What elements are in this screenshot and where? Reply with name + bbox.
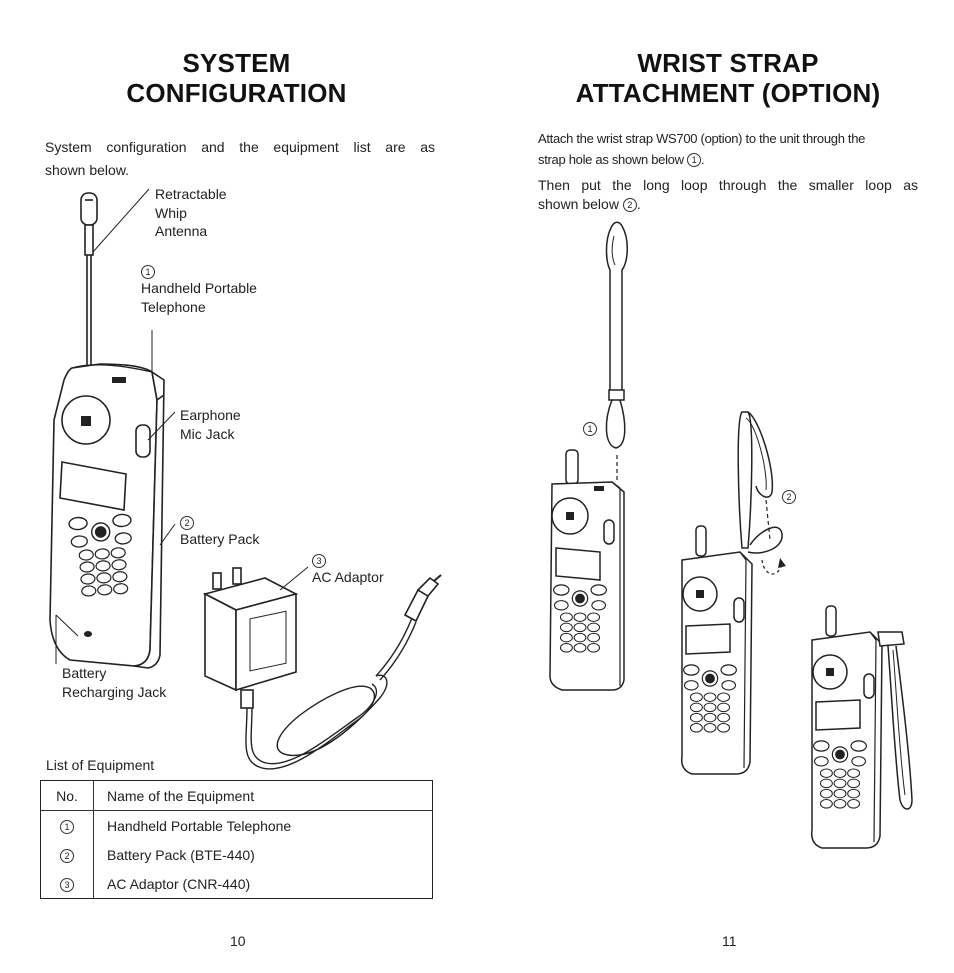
row-name: Battery Pack (BTE-440) xyxy=(107,846,255,863)
right-title-line-1: WRIST STRAP xyxy=(637,48,819,78)
phone-step3-illustration xyxy=(810,605,913,849)
row-number: 1 xyxy=(60,819,74,834)
right-page-number: 11 xyxy=(722,933,737,949)
left-title-line-2: CONFIGURATION xyxy=(126,78,347,108)
wrist-strap-illustration xyxy=(605,221,628,482)
left-page-number: 10 xyxy=(230,933,246,949)
left-intro-line-2: shown below. xyxy=(45,162,130,178)
table-header-row: No. Name of the Equipment xyxy=(40,780,433,811)
left-page-title: SYSTEM CONFIGURATION xyxy=(40,48,433,108)
row-name: Handheld Portable Telephone xyxy=(107,817,292,834)
handheld-telephone-illustration xyxy=(49,188,176,669)
telephone-callout: 1 Handheld Portable Telephone xyxy=(141,265,257,315)
right-para2-line-1: Then put the long loop through the small… xyxy=(538,177,918,193)
row-name: AC Adaptor (CNR-440) xyxy=(107,875,251,892)
table-row: 2 Battery Pack (BTE-440) xyxy=(40,840,433,869)
equipment-table: No. Name of the Equipment 1 Handheld Por… xyxy=(40,780,433,899)
phone-step2-illustration xyxy=(680,411,786,775)
right-para1-line-1: Attach the wrist strap WS700 (option) to… xyxy=(538,131,866,146)
para2-step-marker: 2 xyxy=(622,198,637,212)
table-row: 1 Handheld Portable Telephone xyxy=(40,810,433,840)
header-no: No. xyxy=(40,780,94,811)
ac-adaptor-illustration xyxy=(202,566,442,770)
right-para1-line-2: strap hole as shown below 1. xyxy=(538,152,705,167)
row-number: 2 xyxy=(60,848,74,863)
table-row: 3 AC Adaptor (CNR-440) xyxy=(40,869,433,899)
battery-callout: 2 Battery Pack xyxy=(180,516,260,547)
antenna-callout: Retractable Whip Antenna xyxy=(155,186,227,239)
recharging-callout: Battery Recharging Jack xyxy=(62,665,167,700)
step2-label: 2 xyxy=(782,490,796,504)
earphone-callout: Earphone Mic Jack xyxy=(180,407,241,442)
right-page-title: WRIST STRAP ATTACHMENT (OPTION) xyxy=(538,48,918,108)
adaptor-number-marker: 3 xyxy=(312,554,326,568)
right-title-line-2: ATTACHMENT (OPTION) xyxy=(575,78,881,108)
phone-step1-illustration xyxy=(549,449,625,691)
right-para2-line-2: shown below 2. xyxy=(538,196,641,212)
para1-step-marker: 1 xyxy=(687,153,702,167)
row-number: 3 xyxy=(60,877,74,892)
left-title-line-1: SYSTEM xyxy=(182,48,291,78)
header-name: Name of the Equipment xyxy=(93,780,433,811)
list-caption: List of Equipment xyxy=(46,757,155,773)
left-intro-line-1: System configuration and the equipment l… xyxy=(45,139,435,155)
telephone-number-marker: 1 xyxy=(141,265,155,279)
adaptor-callout: 3 AC Adaptor xyxy=(312,554,384,585)
step1-label: 1 xyxy=(583,422,597,436)
battery-number-marker: 2 xyxy=(180,516,194,530)
